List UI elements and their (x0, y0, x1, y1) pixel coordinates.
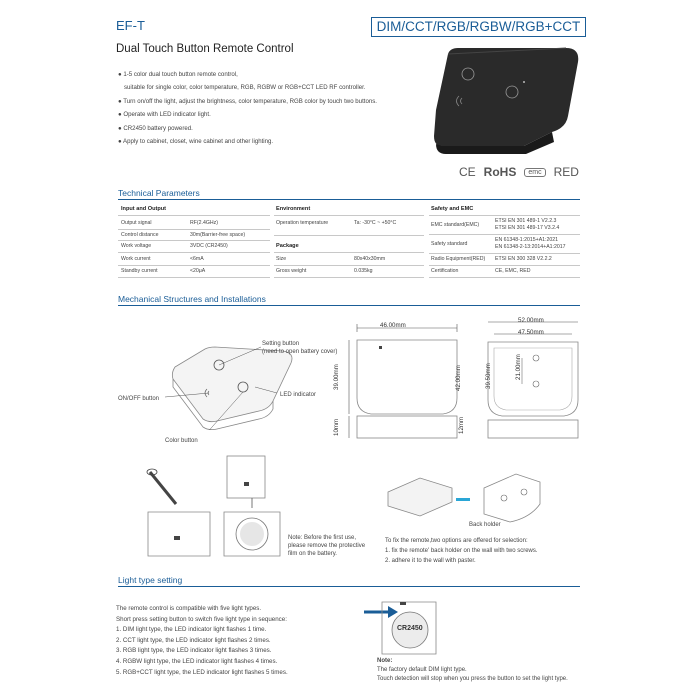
package-header: Package (276, 243, 299, 249)
setting-button-label: Setting button (need to open battery cov… (262, 341, 338, 355)
feature-list: ● 1-5 color dual touch button remote con… (118, 68, 418, 148)
table-cell: EN 61348-1:2015+A1:2021 (495, 237, 559, 243)
led-indicator-label: LED indicator (280, 392, 317, 398)
table-cell: Operation temperature (276, 220, 329, 226)
table-cell: 3VDC (CR2450) (190, 243, 228, 249)
back-holder-view-drawing (487, 321, 579, 439)
model-name: EF-T (116, 18, 145, 33)
safety-header: Safety and EMC (431, 206, 474, 212)
dim-thickness-1: 10mm (333, 418, 340, 436)
device-perspective-drawing (165, 346, 293, 430)
dim-height-3: 39.50mm (485, 363, 492, 389)
product-title: Dual Touch Button Remote Control (116, 43, 294, 55)
back-holder-label: Back holder (469, 522, 501, 528)
section-rule (118, 586, 580, 587)
instruction-line: The remote control is compatible with fi… (116, 605, 262, 612)
battery-label: CR2450 (397, 625, 423, 632)
feature-item: ● Turn on/off the light, adjust the brig… (118, 97, 377, 105)
tech-table: Input and Output Output signal RF(2.4GHz… (118, 204, 580, 282)
battery-icon (235, 517, 269, 551)
setting-button-icon (213, 359, 225, 371)
instruction-line: Short press setting button to switch fiv… (116, 615, 287, 623)
table-cell: Work voltage (121, 243, 152, 249)
table-cell: Safety standard (431, 241, 468, 247)
table-cell: ETSI EN 301 489-1 V2.2.3 (495, 218, 557, 224)
battery-install-drawing (146, 455, 281, 557)
table-cell: RF(2.4GHz) (190, 220, 218, 226)
tech-section-title: Technical Parameters (118, 188, 200, 198)
dim-width-2: 52.00mm (518, 317, 544, 324)
table-cell: 80x40x30mm (354, 256, 386, 262)
table-cell: ETSI EN 301 489-17 V3.2.4 (495, 225, 560, 231)
instruction-line: 4. RGBW light type, the LED indicator li… (116, 657, 278, 665)
table-cell: 30m(Barrier-free space) (190, 232, 246, 238)
arrow-icon (388, 606, 398, 618)
product-image (434, 47, 579, 154)
table-cell: <6mA (190, 256, 204, 262)
table-cell: ETSI EN 300 328 V2.2.2 (495, 256, 552, 262)
fix-note: To fix the remote,two options are offere… (385, 538, 538, 564)
light-note: Note: The factory default DIM light type… (377, 658, 568, 682)
feature-item: suitable for single color, color tempera… (124, 84, 366, 92)
dim-thickness-2: 12mm (458, 416, 465, 434)
rohs-mark: RoHS (483, 165, 517, 179)
color-button-label: Color button (165, 438, 198, 444)
battery-compartment-drawing (364, 601, 437, 655)
back-holder-mount-drawing (387, 473, 541, 523)
table-cell: Standby current (121, 268, 158, 274)
feature-item: ● Apply to cabinet, closet, wine cabinet… (118, 138, 274, 146)
light-type-instructions: The remote control is compatible with fi… (116, 604, 288, 678)
light-section-title: Light type setting (118, 575, 183, 585)
table-cell: Ta: -30°C ~ +50°C (354, 220, 397, 226)
battery-icon (391, 611, 429, 649)
ce-mark: CE (459, 165, 476, 179)
section-rule (118, 199, 580, 200)
feature-item: ● CR2450 battery powered. (118, 124, 193, 132)
table-cell: EN 61348-2-13:2014+A1:2017 (495, 244, 566, 250)
dim-width-1: 46.00mm (380, 322, 406, 329)
section-rule (118, 305, 580, 306)
color-touch-icon (505, 85, 519, 99)
certification-marks: CE RoHS emc RED (459, 165, 579, 179)
red-mark: RED (553, 165, 579, 179)
table-cell: Gross weight (276, 268, 307, 274)
feature-item: ● 1-5 color dual touch button remote con… (118, 71, 238, 78)
instruction-line: 1. DIM light type, the LED indicator lig… (116, 626, 267, 634)
instruction-line: 3. RGB light type, the LED indicator lig… (116, 647, 272, 655)
table-cell: Certification (431, 268, 459, 274)
onoff-button-label: ON/OFF button (118, 396, 160, 402)
battery-note: Note: Before the first use, please remov… (288, 535, 366, 557)
onoff-touch-icon (461, 67, 475, 81)
io-header: Input and Output (121, 206, 167, 212)
table-cell: Control distance (121, 232, 159, 238)
table-cell: <20μA (190, 268, 206, 274)
instruction-line: 5. RGB+CCT light type, the LED indicator… (116, 668, 288, 676)
emc-mark: emc (524, 167, 546, 177)
feature-item: ● Operate with LED indicator light. (118, 111, 211, 119)
table-cell: Work current (121, 256, 151, 262)
dim-height-2: 42.00mm (455, 365, 462, 391)
front-view-drawing (348, 324, 458, 439)
light-types-badge: DIM/CCT/RGB/RGBW/RGB+CCT (371, 17, 586, 37)
table-cell: Output signal (121, 220, 152, 226)
table-cell: Radio Equipment(RED) (431, 256, 486, 262)
table-cell: CE, EMC, RED (495, 268, 531, 274)
table-cell: 0.035kg (354, 268, 373, 274)
table-cell: Size (276, 256, 287, 262)
rf-wave-icon (456, 95, 463, 107)
instruction-line: 2. CCT light type, the LED indicator lig… (116, 636, 271, 644)
table-cell: EMC standard(EMC) (431, 222, 480, 228)
mech-section-title: Mechanical Structures and Installations (118, 294, 266, 304)
dim-height-4: 21.00mm (515, 354, 522, 380)
env-header: Environment (276, 206, 311, 212)
dim-width-3: 47.50mm (518, 329, 544, 336)
dim-height-1: 39.00mm (333, 364, 340, 390)
screwdriver-icon (148, 471, 178, 505)
